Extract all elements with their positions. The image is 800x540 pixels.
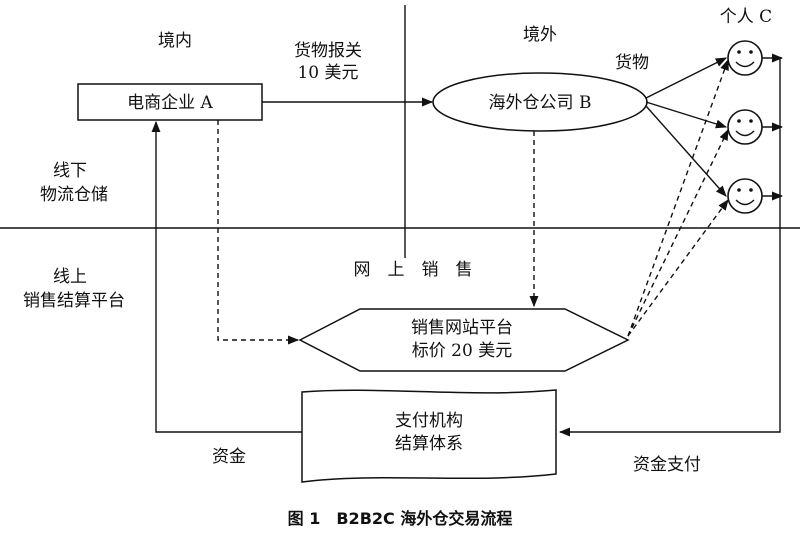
platform-to-customer-dash xyxy=(627,128,729,337)
payment-label-line2: 结算体系 xyxy=(395,434,463,454)
customs-label-line2: 10 美元 xyxy=(297,63,358,83)
smiley-icon xyxy=(727,40,763,76)
domestic-label: 境内 xyxy=(158,31,192,51)
overseas-label: 境外 xyxy=(523,25,557,45)
ecommerce-to-platform-dash xyxy=(217,120,300,345)
funds-line xyxy=(151,120,302,433)
ecommerce-label: 电商企业 A xyxy=(127,93,213,113)
funds-label: 资金 xyxy=(212,447,246,467)
online-sales-label: 网 上 销 售 xyxy=(354,260,473,280)
goods-label: 货物 xyxy=(615,53,649,73)
fund-payment-line xyxy=(558,58,781,437)
payment-document xyxy=(301,389,557,483)
smiley-icon xyxy=(727,109,763,145)
offline-label-line2: 物流仓储 xyxy=(40,185,108,205)
goods-arrow xyxy=(645,105,727,197)
warehouse-label: 海外仓公司 B xyxy=(489,93,592,113)
fund-payment-label: 资金支付 xyxy=(633,455,701,475)
figure-caption: 图 1 B2B2C 海外仓交易流程 xyxy=(288,509,513,528)
platform-label-line2: 标价 20 美元 xyxy=(412,341,512,361)
goods-arrow xyxy=(645,101,728,129)
smiley-icon xyxy=(727,178,763,214)
payment-label-line1: 支付机构 xyxy=(395,411,463,431)
goods-arrow xyxy=(645,57,728,99)
platform-label-line1: 销售网站平台 xyxy=(411,318,513,338)
platform-hexagon xyxy=(298,308,630,372)
customs-label-line1: 货物报关 xyxy=(294,41,362,61)
platform-to-customer-dash xyxy=(627,199,729,337)
online-label-line1: 线上 xyxy=(53,267,87,287)
platform-to-customer-dash xyxy=(627,58,729,337)
offline-label-line1: 线下 xyxy=(53,161,87,181)
individual-label: 个人 C xyxy=(720,7,772,27)
online-label-line2: 销售结算平台 xyxy=(23,291,125,311)
